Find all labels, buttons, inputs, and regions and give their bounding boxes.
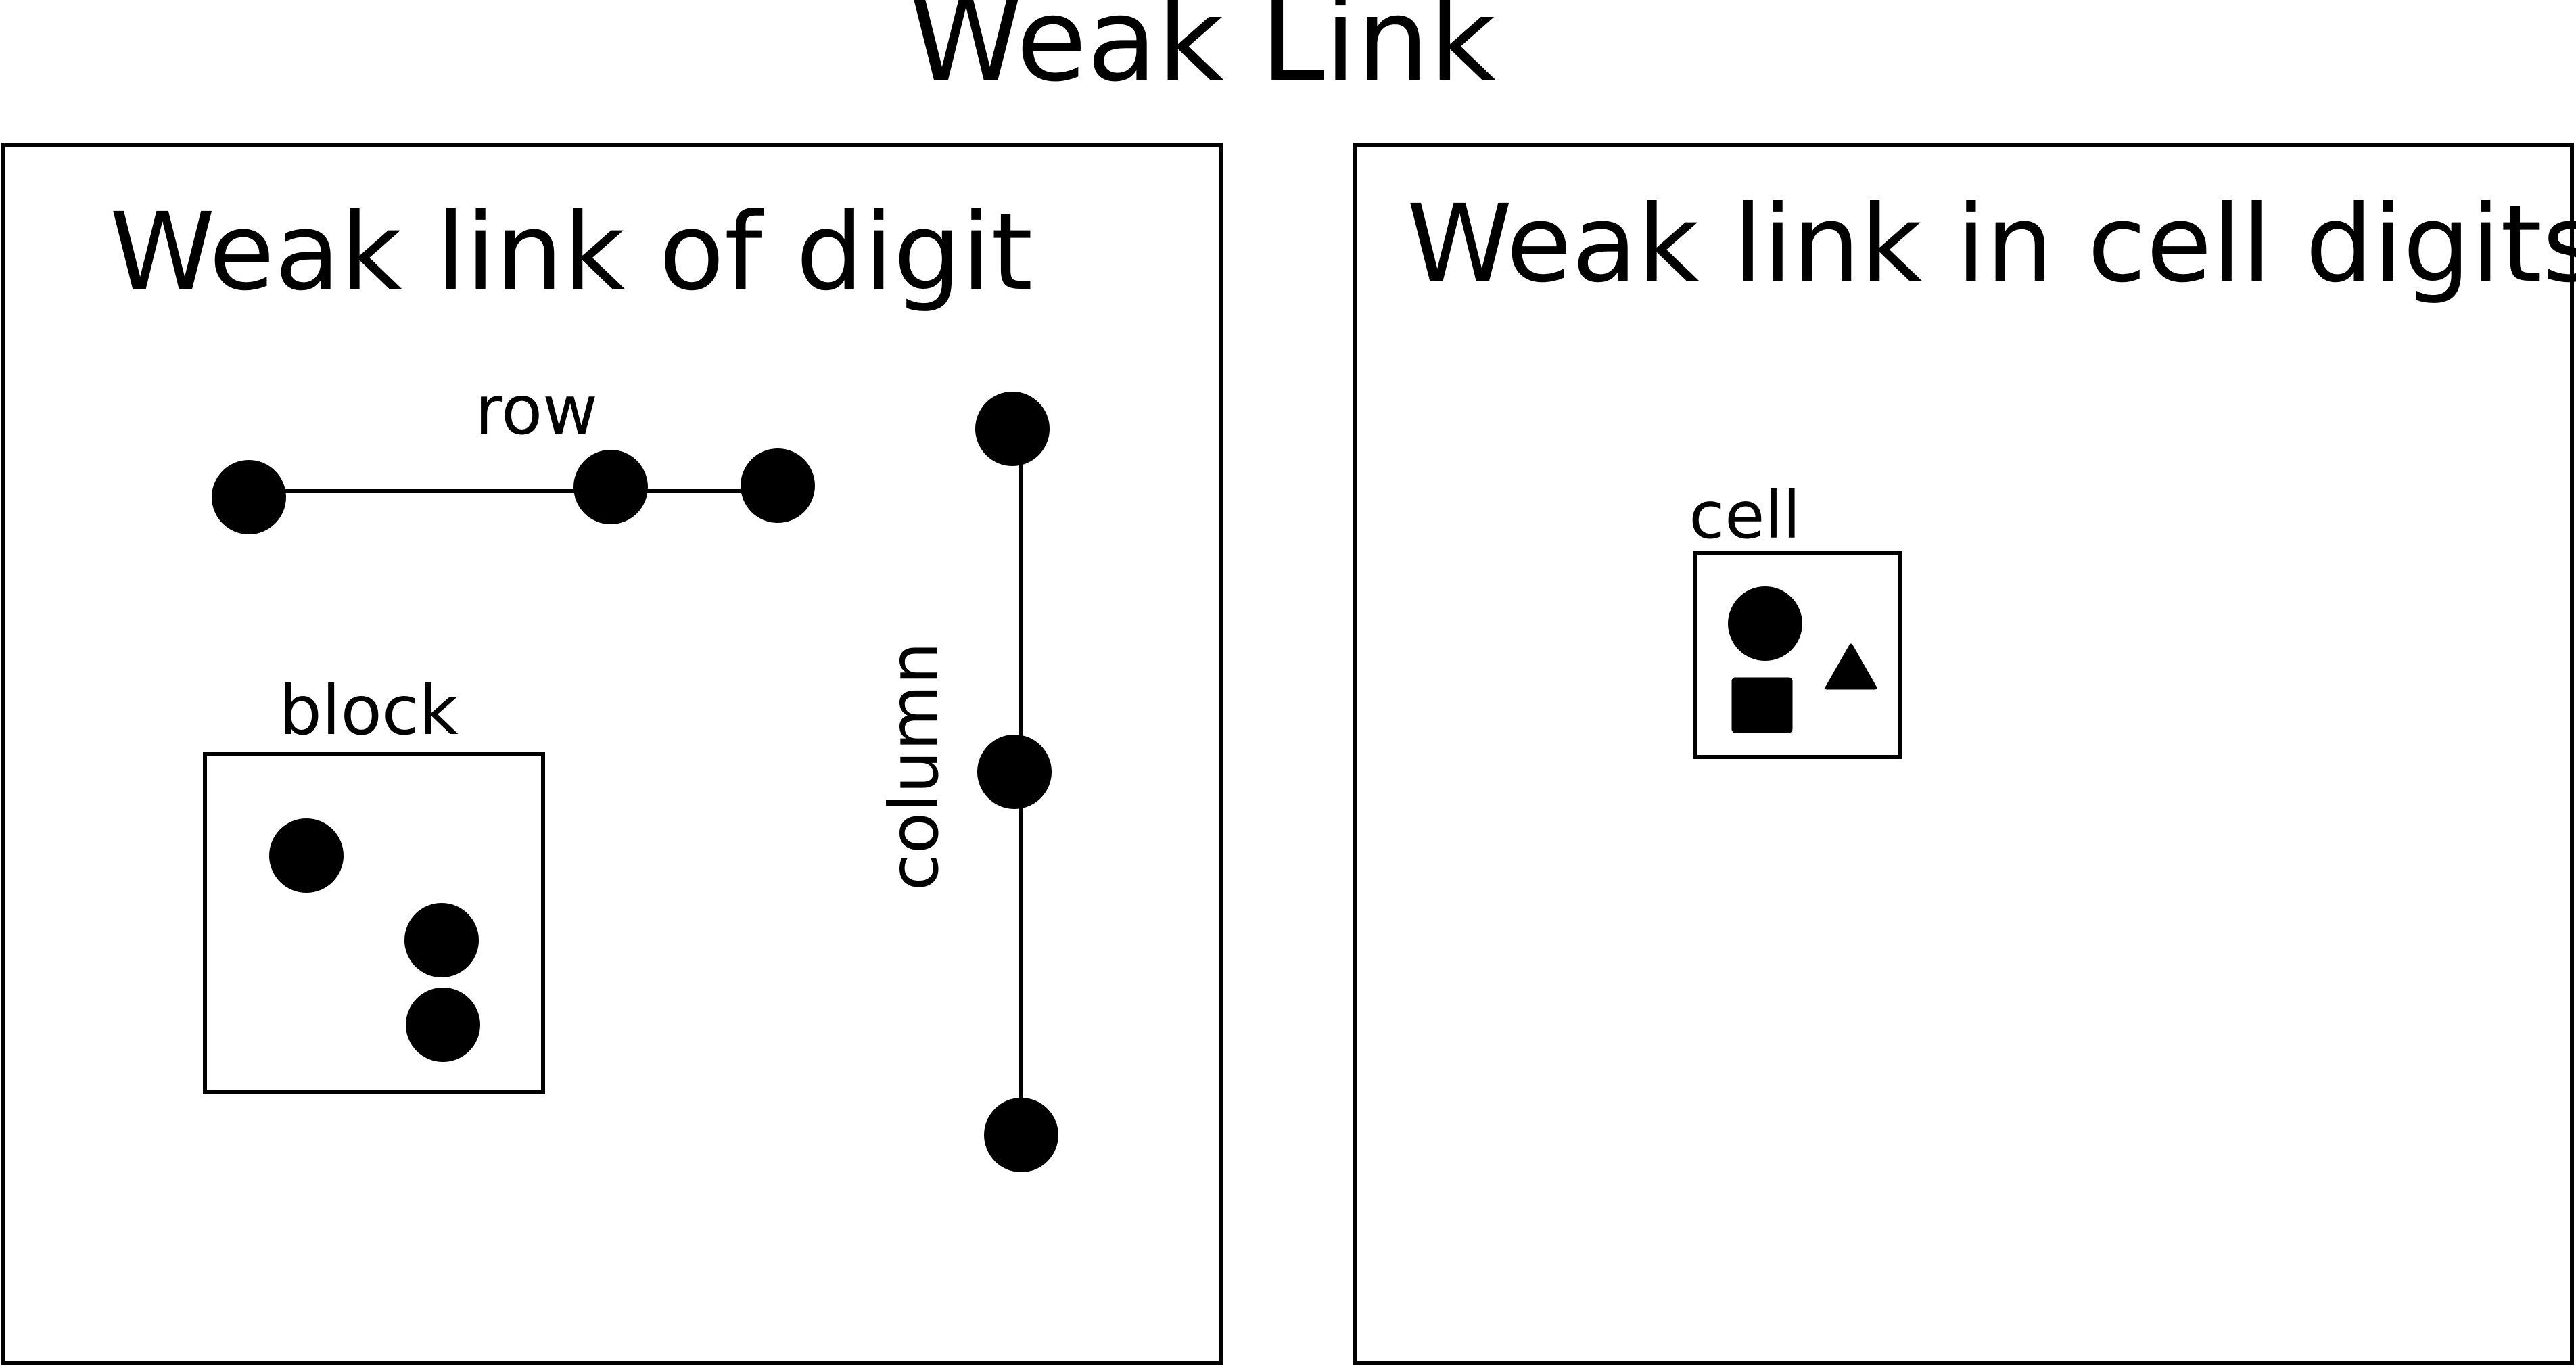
cell-label: cell: [1689, 478, 1800, 553]
left-panel-frame: [1, 143, 1223, 1365]
cell-box: [1693, 551, 1902, 759]
cell-link-group: cell: [1689, 478, 1902, 759]
column-link-group: column: [874, 392, 1058, 1172]
right-panel-frame: [1353, 143, 2574, 1365]
row-label: row: [475, 371, 598, 450]
row-candidate-1: [212, 460, 286, 534]
block-candidate-3: [406, 988, 480, 1062]
block-candidate-2: [404, 903, 479, 977]
block-label: block: [279, 671, 458, 750]
block-link-group: block: [203, 671, 545, 1094]
cell-digit-triangle: [1825, 643, 1877, 690]
row-candidate-2: [573, 450, 648, 524]
left-panel-title: Weak link of digit: [110, 190, 1033, 315]
cell-digit-square: [1731, 677, 1793, 733]
right-panel-title: Weak link in cell digits: [1407, 182, 2576, 306]
row-candidate-3: [741, 448, 815, 523]
column-label: column: [874, 642, 954, 891]
block-candidate-1: [269, 818, 344, 893]
diagram-title: Weak Link: [909, 0, 1496, 108]
column-candidate-3: [984, 1098, 1058, 1172]
block-box: [203, 752, 545, 1094]
column-candidate-2: [977, 735, 1052, 809]
cell-digit-circle: [1728, 586, 1802, 661]
column-candidate-1: [975, 392, 1050, 466]
row-link-group: row: [212, 371, 815, 534]
